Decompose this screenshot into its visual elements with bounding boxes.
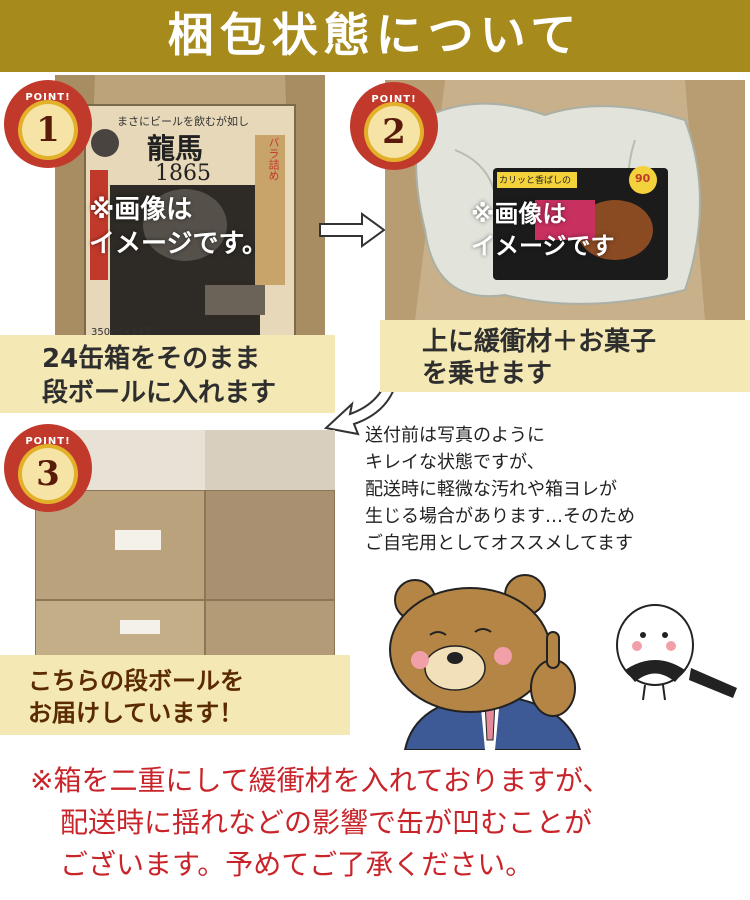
point-badge-3: POINT! 3 — [2, 422, 94, 514]
snack-badge: 90 — [635, 172, 651, 185]
caption-point-3: こちらの段ボールを お届けしています！ — [0, 655, 350, 735]
point-number-3: 3 — [36, 454, 60, 494]
box-tagline: まさにビールを飲むが如し — [117, 115, 249, 128]
image-disclaimer-1: ※画像は イメージです。 — [89, 195, 268, 259]
point-number-2: 2 — [382, 112, 406, 152]
badge-circle-icon — [4, 80, 92, 168]
image-disclaimer-2: ※画像は イメージです — [471, 200, 615, 260]
photo-beer-case: まさにビールを飲むが如し 龍馬 1865 バラ詰め 350ml×24缶 ※画像は… — [55, 75, 325, 345]
point-badge-1: POINT! 1 — [2, 78, 94, 170]
point-number-1: 1 — [36, 110, 60, 150]
bear-mascot-icon — [389, 574, 582, 750]
box-brand: 龍馬 — [147, 132, 204, 165]
badge-circle-icon — [350, 82, 438, 170]
caption-point-1: 24缶箱をそのまま 段ボールに入れます — [0, 335, 335, 413]
photo-cushion-snack: カリッと香ばしの 90 ※画像は イメージです — [385, 80, 745, 320]
box-bottom-label: 350ml×24缶 — [91, 327, 154, 338]
arrow-right-icon — [319, 212, 386, 248]
snack-label: カリッと香ばしの — [499, 176, 572, 186]
box-year: 1865 — [155, 161, 211, 186]
page-title: 梱包状態について — [167, 8, 583, 62]
bird-mascot-icon — [616, 604, 737, 701]
shipping-note: 送付前は写真のように キレイな状態ですが、 配送時に軽微な汚れや箱ヨレが 生じる… — [365, 425, 635, 554]
cushion-illustration — [385, 80, 745, 320]
point-badge-2: POINT! 2 — [348, 80, 440, 172]
badge-circle-icon — [4, 424, 92, 512]
footer-disclaimer: ※箱を二重にして緩衝材を入れておりますが、 配送時に揺れなどの影響で缶が凹むこと… — [30, 764, 611, 881]
beer-case-illustration — [55, 75, 325, 345]
header-banner: 梱包状態について — [0, 0, 750, 72]
caption-point-2: 上に緩衝材＋お菓子 を乗せます — [380, 320, 750, 392]
box-side-label: バラ詰め — [267, 137, 280, 181]
